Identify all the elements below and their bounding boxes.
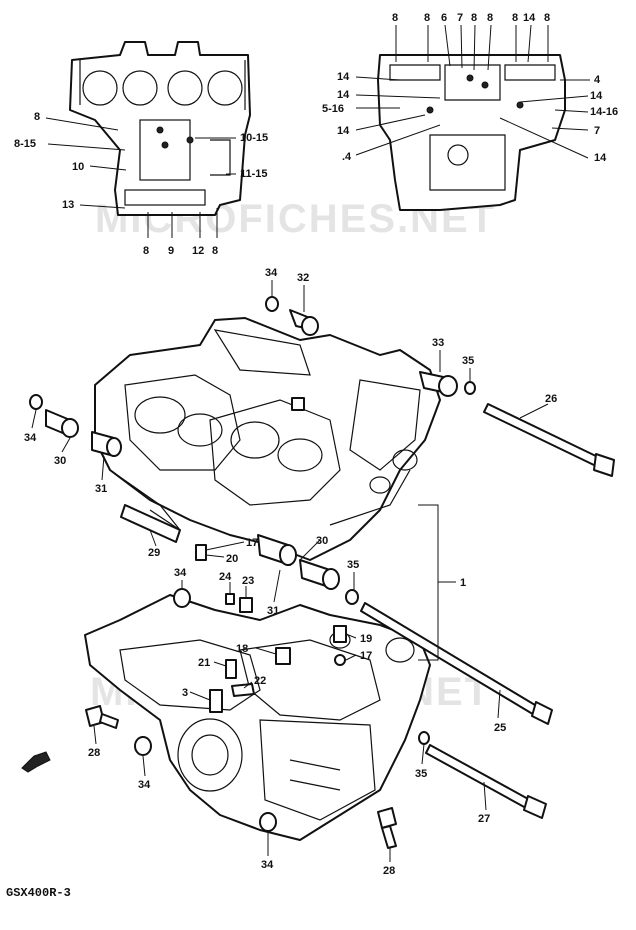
label: 14: [337, 89, 350, 101]
upper-crankcase: [94, 317, 441, 561]
label: .4: [342, 151, 352, 163]
diagram-code: GSX400R-3: [6, 886, 71, 900]
label: 28: [88, 747, 100, 759]
label: 34: [261, 859, 274, 871]
label: 8-15: [14, 138, 36, 150]
label: 34: [24, 432, 37, 444]
label: 25: [494, 722, 506, 734]
inset-right-leaders: [355, 24, 590, 159]
inset-left-leaders: [45, 117, 236, 238]
label: 10: [72, 161, 84, 173]
label: 35: [415, 768, 427, 780]
label: 5-16: [322, 103, 344, 115]
label: 8: [392, 12, 398, 24]
label: 8: [34, 111, 40, 123]
label: 11-15: [240, 168, 268, 180]
label: 34: [174, 567, 187, 579]
label: 4: [594, 74, 601, 86]
label: 33: [432, 337, 444, 349]
label: 12: [192, 245, 204, 257]
label: 30: [316, 535, 328, 547]
label: 26: [545, 393, 557, 405]
label: 1: [460, 577, 466, 589]
label: 13: [62, 199, 74, 211]
label: 8: [212, 245, 218, 257]
label: 32: [297, 272, 309, 284]
lower-crankcase: [84, 594, 431, 841]
main-labels: 34 32 33 35 26 34 30 31 29 17 20 30 24 2…: [24, 267, 557, 877]
label: 30: [54, 455, 66, 467]
label: 31: [95, 483, 107, 495]
label: 10-15: [240, 132, 268, 144]
inset-lower-case-bottom-view: [377, 54, 566, 211]
label: 34: [265, 267, 278, 279]
main-leaders: [31, 280, 549, 862]
label: 8: [471, 12, 477, 24]
inset-right-labels: 8 8 6 7 8 8 8 14 8 14 14 5-16 14 .4 4 14…: [322, 12, 618, 164]
label: 19: [360, 633, 372, 645]
label: 7: [594, 125, 600, 137]
label: 29: [148, 547, 160, 559]
label: 35: [462, 355, 474, 367]
label: 28: [383, 865, 395, 877]
label: 14: [594, 152, 607, 164]
label: 20: [226, 553, 238, 565]
label: 8: [143, 245, 149, 257]
inset-left-labels: 8 8-15 10 13 8 9 12 8 10-15 11-15: [14, 111, 268, 257]
label: 21: [198, 657, 210, 669]
label: 14: [337, 71, 350, 83]
label: 3: [182, 687, 188, 699]
label: 34: [138, 779, 151, 791]
label: 35: [347, 559, 359, 571]
label: 9: [168, 245, 174, 257]
label: 7: [457, 12, 463, 24]
label: 17: [246, 537, 258, 549]
label: 23: [242, 575, 254, 587]
inset-upper-case-top-view: [69, 41, 251, 216]
label: 14-16: [590, 106, 618, 118]
label: 14: [523, 12, 536, 24]
label: 14: [590, 90, 603, 102]
label: 8: [424, 12, 430, 24]
label: 27: [478, 813, 490, 825]
label: 18: [236, 643, 248, 655]
label: 31: [267, 605, 279, 617]
label: 6: [441, 12, 447, 24]
label: 8: [487, 12, 493, 24]
label: 22: [254, 675, 266, 687]
label: 24: [219, 571, 232, 583]
small-parts: [21, 296, 615, 849]
label: 8: [512, 12, 518, 24]
label: 8: [544, 12, 550, 24]
label: 17: [360, 650, 372, 662]
label: 14: [337, 125, 350, 137]
